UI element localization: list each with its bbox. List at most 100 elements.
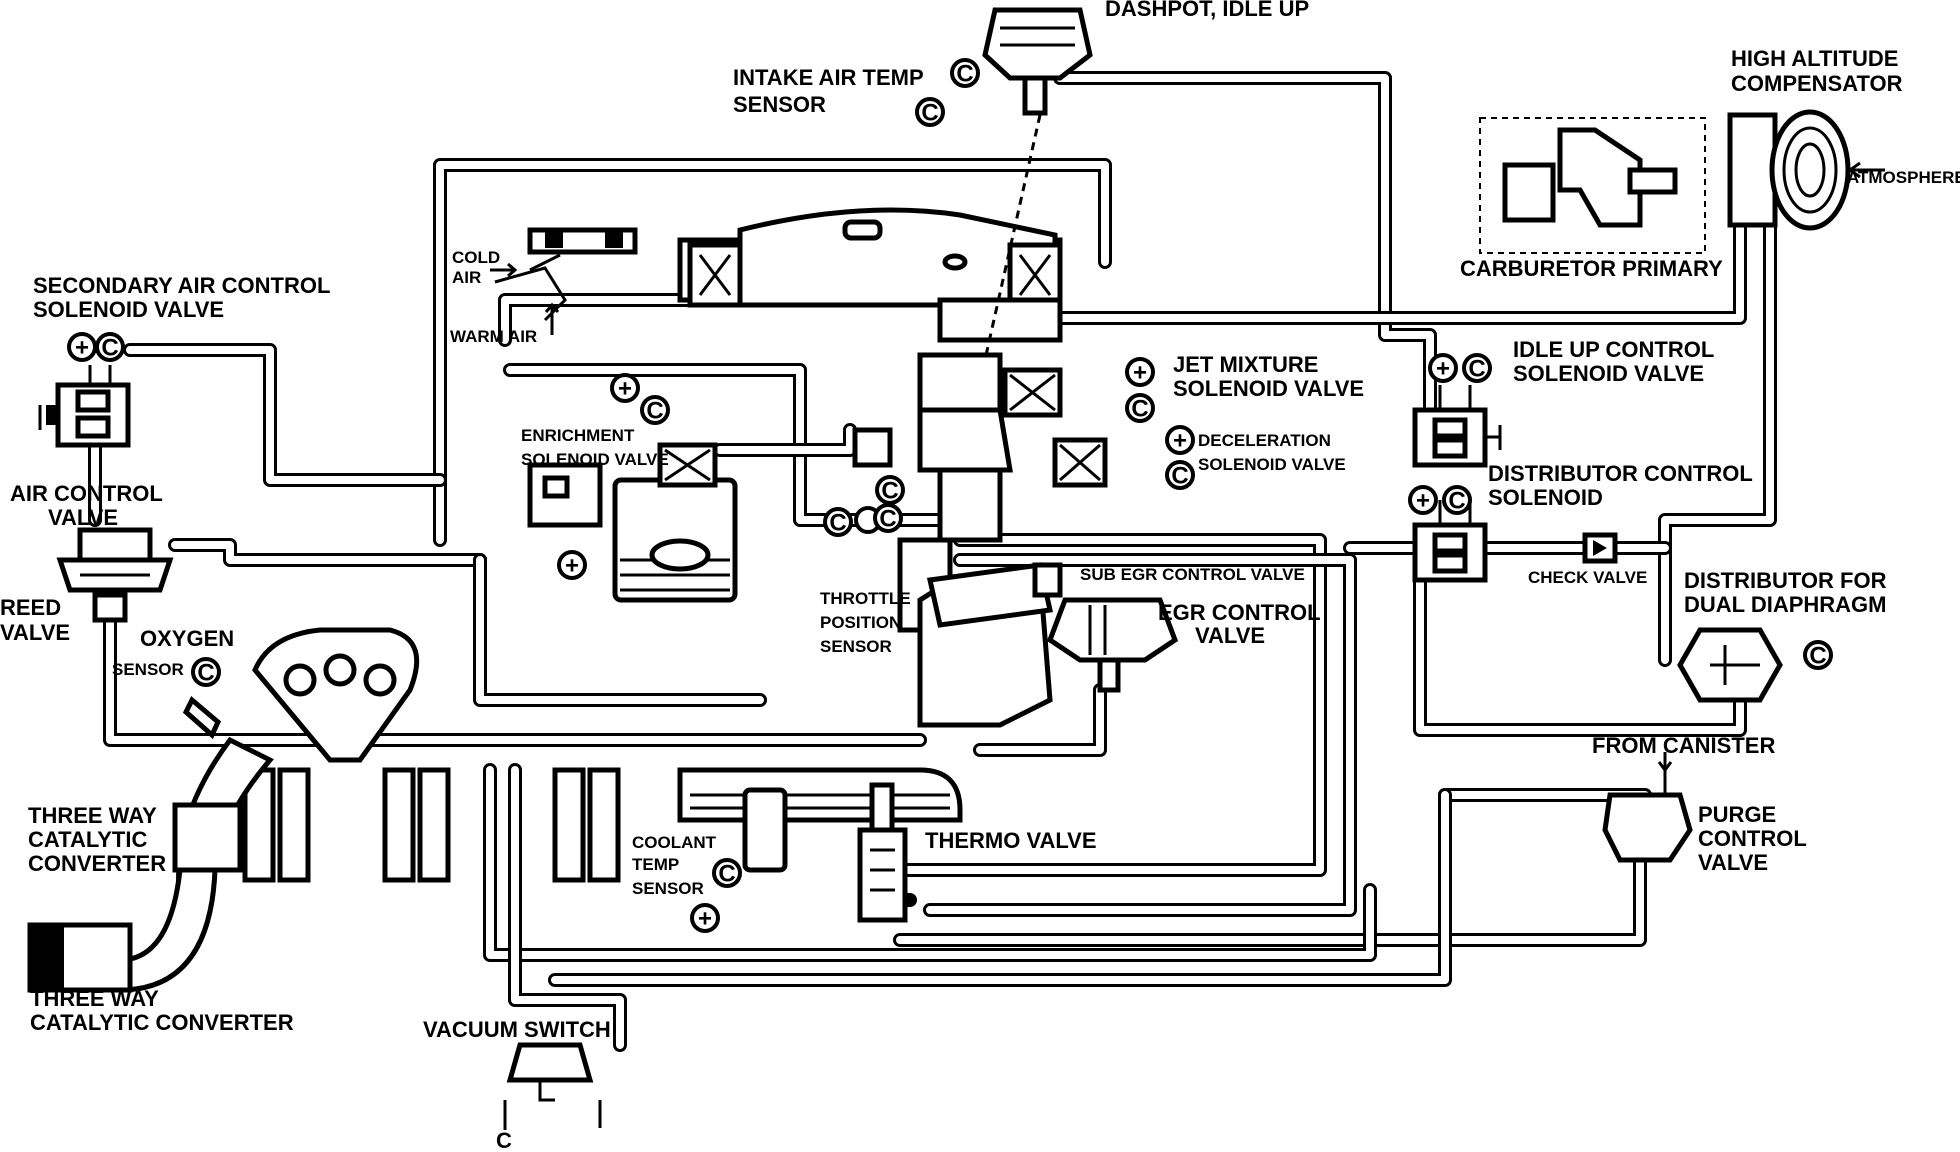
label-thermo-valve: THERMO VALVE bbox=[925, 828, 1097, 853]
label-coolant-3: SENSOR bbox=[632, 879, 704, 898]
thermo-valve bbox=[857, 782, 908, 923]
deceleration-solenoid bbox=[1052, 437, 1108, 488]
sub-egr-control-valve bbox=[926, 562, 1063, 628]
svg-text:C: C bbox=[829, 510, 846, 537]
coolant-temp-sensor bbox=[742, 787, 788, 873]
label-cold-air-2: AIR bbox=[452, 268, 481, 287]
label-twc1-1: THREE WAY bbox=[28, 803, 157, 828]
label-idle-up-1: IDLE UP CONTROL bbox=[1513, 337, 1714, 362]
label-egr-2: VALVE bbox=[1195, 623, 1265, 648]
label-enrichment-1: ENRICHMENT bbox=[521, 426, 635, 445]
label-oxygen-1: OXYGEN bbox=[140, 626, 234, 651]
svg-text:C: C bbox=[921, 100, 938, 127]
svg-text:C: C bbox=[646, 398, 663, 425]
label-distributor-dual-2: DUAL DIAPHRAGM bbox=[1684, 592, 1886, 617]
idle-up-solenoid bbox=[1412, 385, 1502, 468]
label-warm-air: WARM AIR bbox=[450, 327, 537, 346]
label-reed-1: REED bbox=[0, 595, 61, 620]
label-enrichment-2: SOLENOID VALVE bbox=[521, 450, 669, 469]
label-idle-up-2: SOLENOID VALVE bbox=[1513, 361, 1704, 386]
label-secondary-air-2: SOLENOID VALVE bbox=[33, 297, 224, 322]
label-distributor-dual-1: DISTRIBUTOR FOR bbox=[1684, 568, 1887, 593]
label-throttle-3: SENSOR bbox=[820, 637, 892, 656]
label-coolant-2: TEMP bbox=[632, 855, 679, 874]
label-deceleration-1: DECELERATION bbox=[1198, 431, 1331, 450]
svg-text:C: C bbox=[1468, 356, 1485, 383]
svg-text:+: + bbox=[75, 335, 89, 362]
label-throttle-2: POSITION bbox=[820, 613, 901, 632]
catalytic-converters bbox=[27, 736, 274, 993]
label-cold-air-1: COLD bbox=[452, 248, 500, 267]
distributor-control-solenoid bbox=[1412, 500, 1488, 583]
enrichment-symbols: + C + bbox=[557, 373, 670, 580]
svg-text:+: + bbox=[698, 906, 712, 933]
label-air-control-1: AIR CONTROL bbox=[10, 481, 163, 506]
label-throttle-1: THROTTLE bbox=[820, 589, 911, 608]
idle-up-symbols: + C bbox=[1428, 353, 1492, 383]
distributor-control-symbols: + C bbox=[1408, 485, 1472, 515]
purge-control-valve bbox=[1602, 752, 1693, 863]
svg-text:C: C bbox=[879, 506, 896, 533]
label-purge-3: VALVE bbox=[1698, 850, 1768, 875]
vacuum-switch bbox=[503, 1042, 602, 1130]
carburetor-primary-inset bbox=[1479, 117, 1706, 254]
svg-text:+: + bbox=[1436, 356, 1450, 383]
svg-text:C: C bbox=[101, 335, 118, 362]
label-twc2-1: THREE WAY bbox=[30, 986, 159, 1011]
air-control-valve bbox=[56, 527, 174, 623]
distributor-dual-symbol: C bbox=[1803, 640, 1833, 670]
svg-text:+: + bbox=[1416, 488, 1430, 515]
label-high-altitude-1: HIGH ALTITUDE bbox=[1731, 46, 1898, 71]
label-dashpot: DASHPOT, IDLE UP bbox=[1105, 0, 1309, 21]
oxygen-sensor-symbol: C bbox=[191, 657, 221, 687]
secondary-air-solenoid bbox=[38, 365, 131, 448]
label-jet-mixture-2: SOLENOID VALVE bbox=[1173, 376, 1364, 401]
label-reed-2: VALVE bbox=[0, 620, 70, 645]
svg-text:+: + bbox=[565, 553, 579, 580]
label-purge-1: PURGE bbox=[1698, 802, 1776, 827]
label-oxygen-2: SENSOR bbox=[112, 660, 184, 679]
svg-text:C: C bbox=[1131, 396, 1148, 423]
label-twc2-2: CATALYTIC CONVERTER bbox=[30, 1010, 294, 1035]
label-air-control-2: VALVE bbox=[48, 505, 118, 530]
carburetor bbox=[612, 352, 1013, 633]
air-cleaner bbox=[490, 207, 1063, 343]
dashpot-idle-up bbox=[938, 7, 1093, 561]
label-vacuum-switch: VACUUM SWITCH bbox=[423, 1017, 611, 1042]
oxygen-sensor bbox=[182, 696, 222, 740]
deceleration-symbols: + C bbox=[1165, 425, 1195, 490]
svg-text:C: C bbox=[881, 478, 898, 505]
label-distributor-control-2: SOLENOID bbox=[1488, 485, 1603, 510]
label-secondary-air-1: SECONDARY AIR CONTROL bbox=[33, 273, 330, 298]
svg-text:C: C bbox=[197, 660, 214, 687]
svg-text:+: + bbox=[1133, 360, 1147, 387]
jet-mixture-solenoid bbox=[1002, 367, 1063, 418]
high-altitude-compensator bbox=[1727, 109, 1885, 231]
label-from-canister: FROM CANISTER bbox=[1592, 733, 1775, 758]
label-atmosphere: ATMOSPHERE bbox=[1847, 168, 1960, 187]
throttle-symbols: C C C bbox=[823, 475, 905, 537]
enrichment-solenoid bbox=[527, 442, 718, 528]
label-high-altitude-2: COMPENSATOR bbox=[1731, 71, 1903, 96]
svg-text:C: C bbox=[718, 861, 735, 888]
svg-text:C: C bbox=[1809, 643, 1826, 670]
label-check-valve: CHECK VALVE bbox=[1528, 568, 1647, 587]
svg-text:+: + bbox=[618, 376, 632, 403]
secondary-air-symbols: + C bbox=[67, 332, 125, 362]
label-twc1-3: CONVERTER bbox=[28, 851, 166, 876]
check-valve bbox=[1582, 532, 1618, 564]
label-vacuum-switch-ground: C bbox=[496, 1128, 512, 1152]
label-distributor-control-1: DISTRIBUTOR CONTROL bbox=[1488, 461, 1753, 486]
label-intake-air-temp-2: SENSOR bbox=[733, 92, 826, 117]
egr-control-valve bbox=[1046, 597, 1179, 693]
label-jet-mixture-1: JET MIXTURE bbox=[1173, 352, 1318, 377]
label-purge-2: CONTROL bbox=[1698, 826, 1807, 851]
label-coolant-1: COOLANT bbox=[632, 833, 717, 852]
jet-mixture-symbols: + C bbox=[1125, 357, 1155, 423]
electrical-symbols: C C + C + C + + C + C C C C + C + bbox=[67, 58, 1833, 933]
svg-text:C: C bbox=[956, 61, 973, 88]
label-sub-egr: SUB EGR CONTROL VALVE bbox=[1080, 565, 1305, 584]
label-egr-1: EGR CONTROL bbox=[1158, 600, 1321, 625]
